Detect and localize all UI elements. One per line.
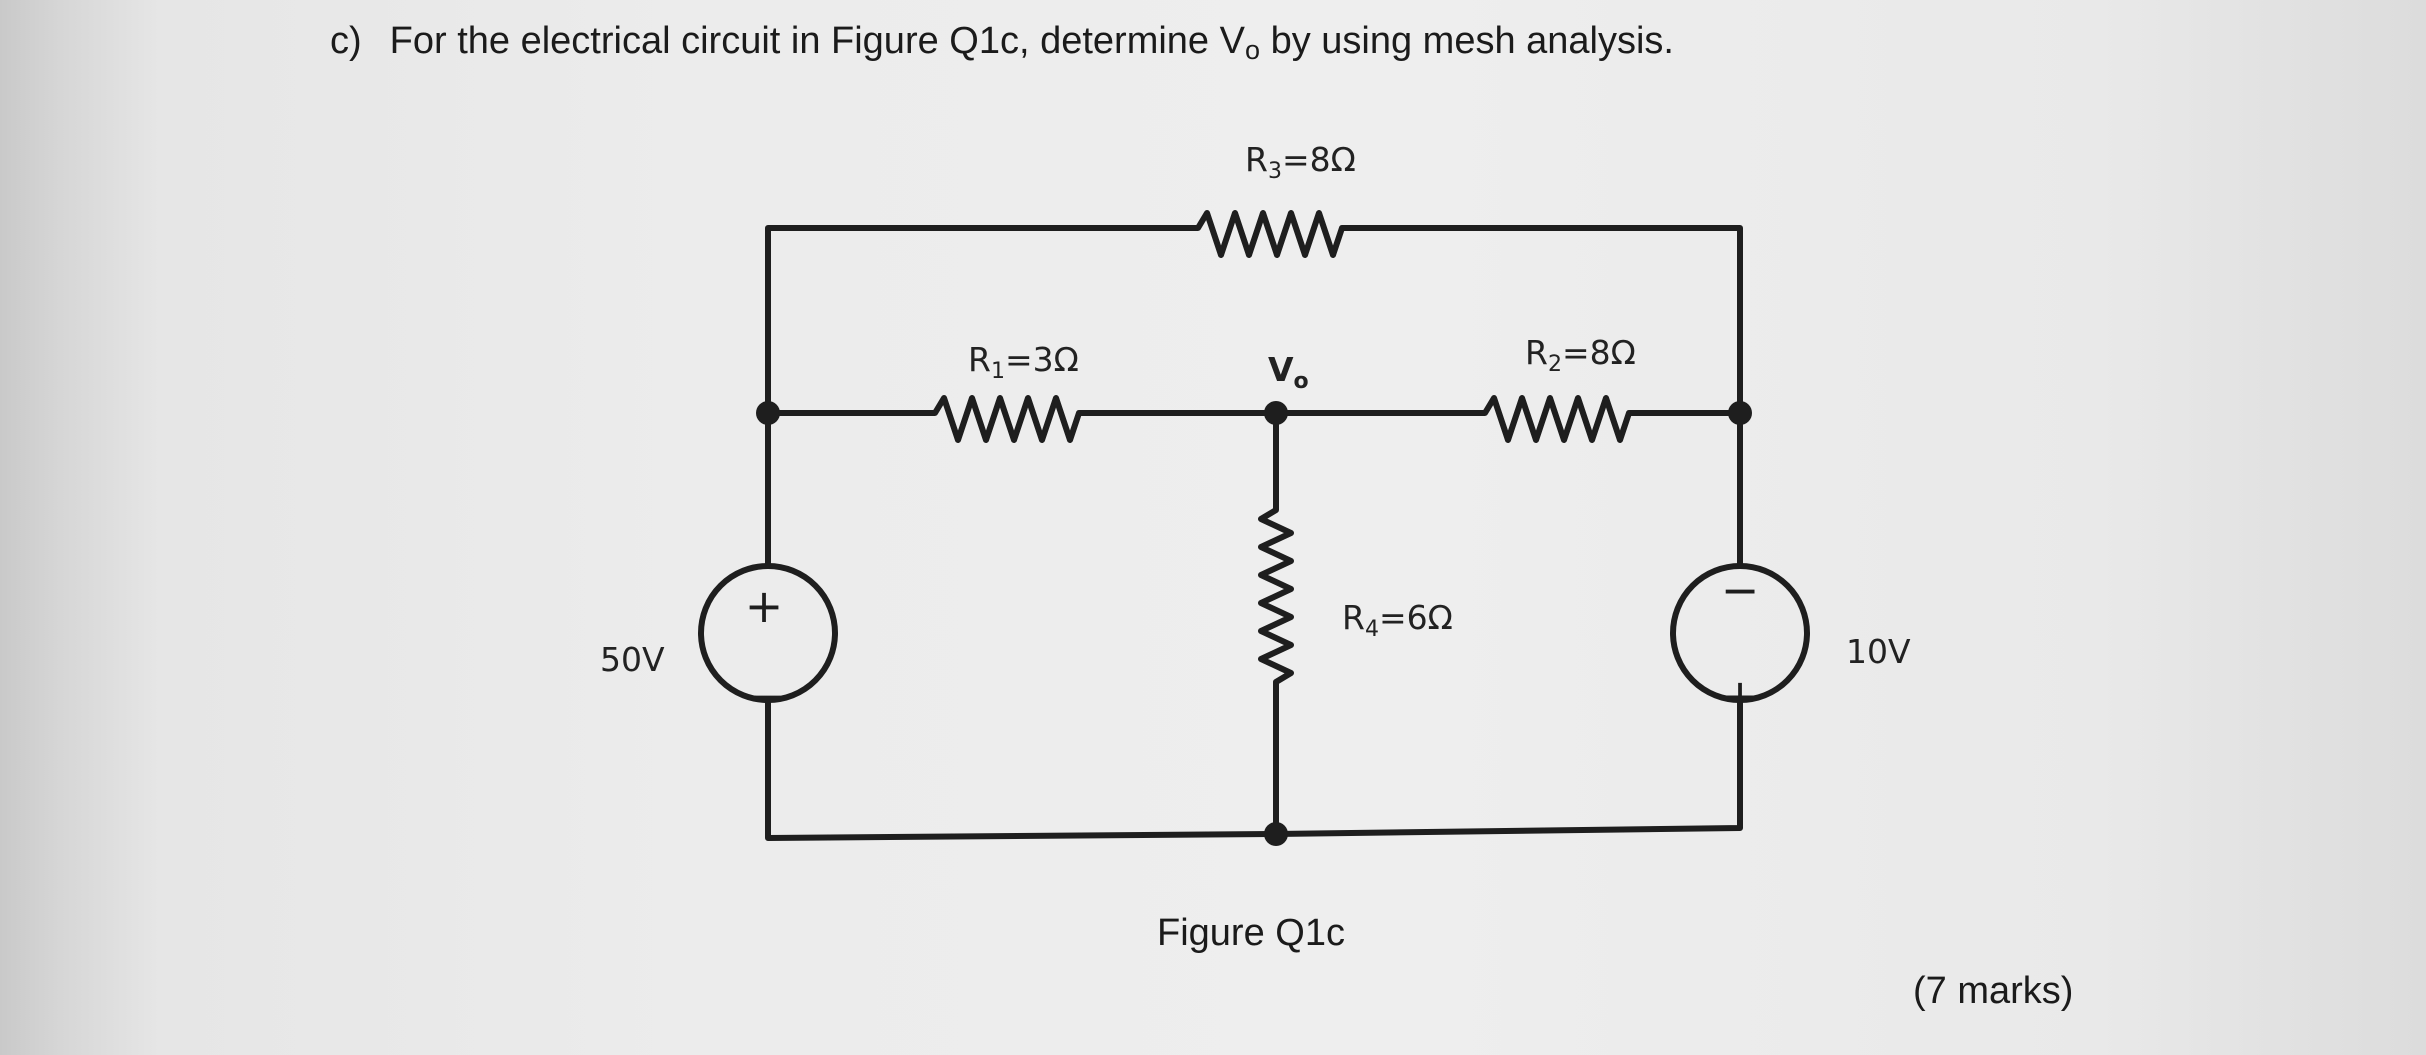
voltage-source-right-icon [1670,563,1810,703]
r3-label: R3=8Ω [1245,140,1356,184]
question-text-after: by using mesh analysis. [1260,20,1674,62]
source-left-value: 50V [600,640,665,679]
source-right-value: 10V [1846,632,1911,671]
question-text-before: For the electrical circuit in Figure Q1c… [389,20,1245,62]
r4-label: R4=6Ω [1342,598,1453,642]
figure-caption: Figure Q1c [1157,912,1345,954]
source-left-bottom-sign: − [747,669,786,723]
junction-left-dot [756,401,780,425]
junction-right-dot [1728,401,1752,425]
r2-label: R2=8Ω [1525,333,1636,377]
wire-top [765,210,1743,416]
voltage-source-left-icon [698,563,838,703]
source-right-bottom-sign: + [1721,669,1760,723]
source-right-top-sign: − [1721,563,1760,617]
junction-vo-dot [1264,401,1288,425]
wire-r4-branch [1258,410,1294,837]
source-left-top-sign: + [745,579,784,633]
question-text: c) For the electrical circuit in Figure Q… [330,20,1674,66]
question-label: c) [330,20,362,62]
junction-bottom-dot [1264,822,1288,846]
wire-left-branch [765,410,1743,841]
vo-node-label: Vo [1268,350,1309,394]
marks-label: (7 marks) [1913,970,2074,1012]
r1-label: R1=3Ω [968,340,1079,384]
question-vo-subscript: o [1244,35,1261,65]
wire-middle [765,395,1743,443]
